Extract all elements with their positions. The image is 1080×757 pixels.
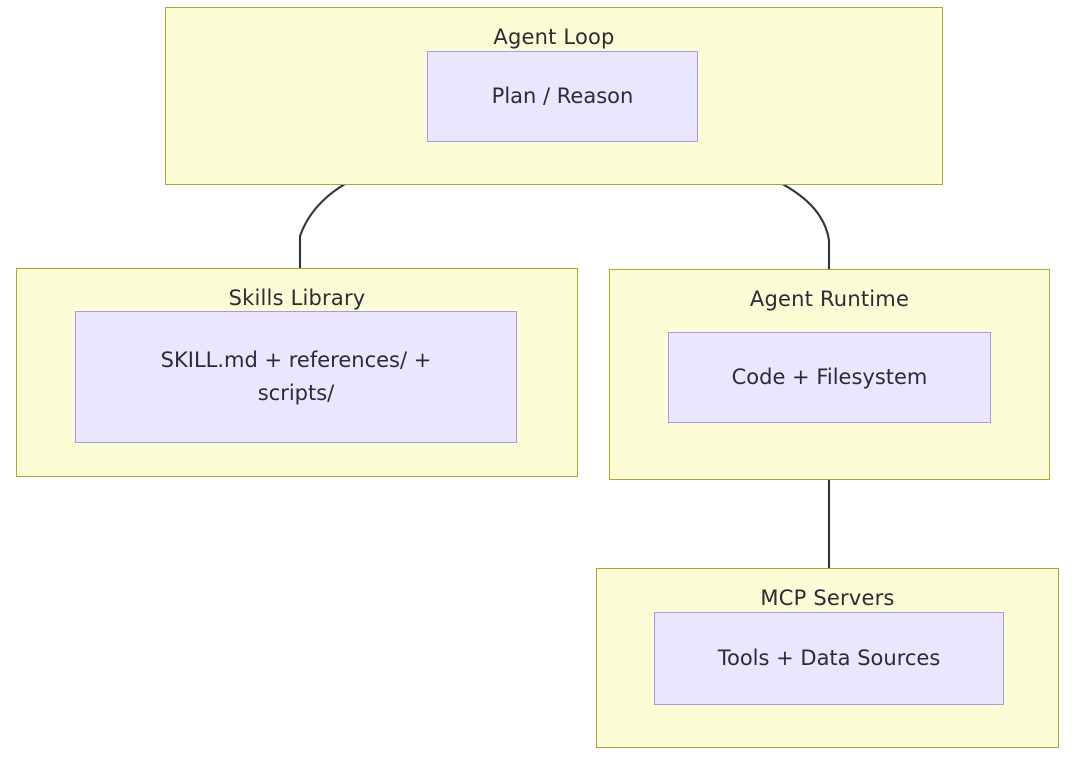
node-label-code-filesystem: Code + Filesystem: [731, 365, 928, 390]
container-title-mcp-servers: MCP Servers: [760, 586, 895, 610]
node-plan-reason[interactable]: Plan / Reason: [427, 51, 698, 142]
node-code-filesystem[interactable]: Code + Filesystem: [668, 332, 991, 423]
node-label-tools-data-sources: Tools + Data Sources: [717, 646, 941, 671]
node-label-plan-reason: Plan / Reason: [491, 84, 634, 109]
node-label-skill-md-line2: scripts/: [257, 381, 335, 405]
node-skill-md[interactable]: SKILL.md + references/ + scripts/: [75, 311, 517, 443]
node-tools-data-sources[interactable]: Tools + Data Sources: [654, 612, 1004, 705]
container-title-agent-loop: Agent Loop: [493, 25, 615, 49]
container-title-skills-library: Skills Library: [228, 286, 366, 310]
node-label-skill-md-line1: SKILL.md + references/ +: [160, 348, 432, 373]
container-title-agent-runtime: Agent Runtime: [749, 287, 910, 311]
